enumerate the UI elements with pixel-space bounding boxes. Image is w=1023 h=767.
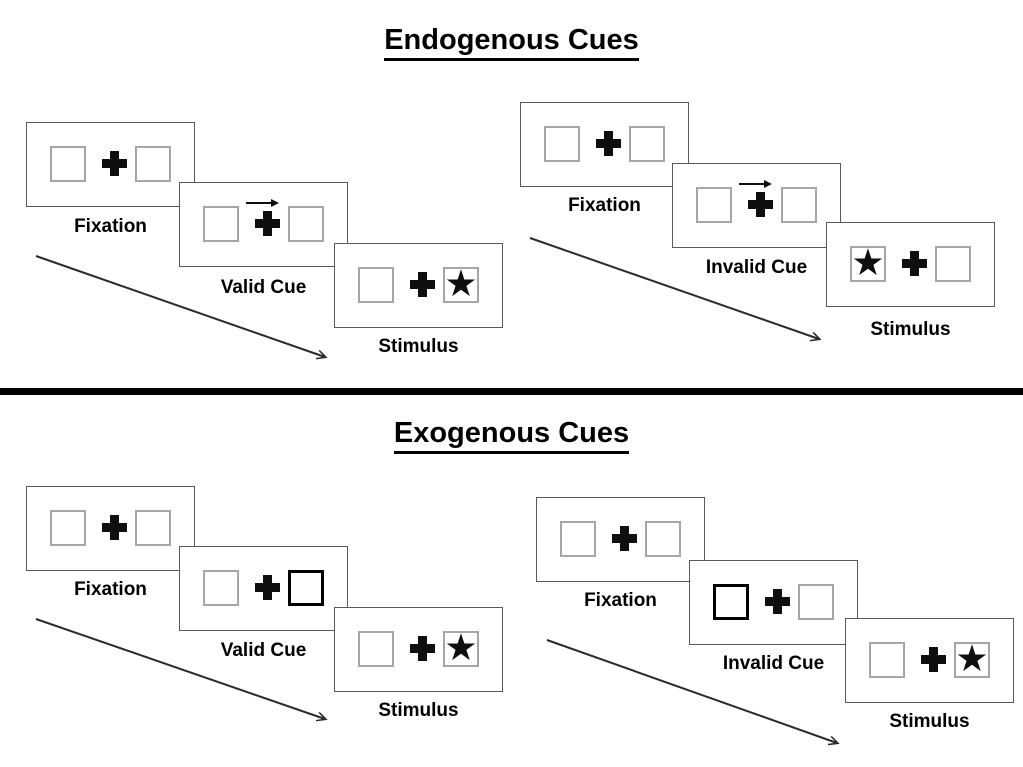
left-placeholder-box [696,187,732,223]
fixation-cross-icon [902,251,927,276]
panel-label: Fixation [74,579,147,600]
exogenous-valid-cue-panel [179,546,348,631]
fixation-cross-icon [410,272,435,297]
left-placeholder-box [203,570,239,606]
right-highlighted-cue-box [288,570,324,606]
right-placeholder-box [781,187,817,223]
exogenous-invalid-sequence-arrow-icon [546,639,837,743]
right-placeholder-box [935,246,971,282]
panel-label: Fixation [568,195,641,216]
target-star-icon: ★ [955,638,989,679]
cue-arrow-icon [739,180,772,188]
endogenous-valid-sequence-arrow-icon [35,255,325,357]
endogenous-invalid-cue-panel [672,163,841,248]
exogenous-title-text: Exogenous Cues [393,417,630,454]
endogenous-valid-cue-panel [179,182,348,267]
fixation-cross-icon [410,636,435,661]
target-star-icon: ★ [444,627,478,668]
target-star-icon: ★ [851,242,885,283]
left-placeholder-box [358,631,394,667]
endogenous-invalid-sequence-arrow-icon [529,237,819,339]
fixation-cross-icon [102,515,127,540]
fixation-cross-icon [765,589,790,614]
panel-label: Stimulus [870,319,951,340]
panel-label: Invalid Cue [705,257,808,278]
endogenous-valid-stimulus-panel: ★ [334,243,503,328]
section-divider [0,388,1023,395]
exogenous-invalid-stimulus-panel: ★ [845,618,1014,703]
left-placeholder-box [358,267,394,303]
fixation-cross-icon [612,526,637,551]
panel-label: Invalid Cue [722,653,825,674]
fixation-cross-icon [596,131,621,156]
fixation-cross-icon [255,575,280,600]
panel-label: Stimulus [889,711,970,732]
target-star-icon: ★ [444,263,478,304]
right-target-box [443,631,479,667]
cue-arrow-icon [246,199,279,207]
left-placeholder-box [50,510,86,546]
right-placeholder-box [629,126,665,162]
left-placeholder-box [50,146,86,182]
panel-label: Stimulus [378,700,459,721]
exogenous-valid-fixation-panel [26,486,195,571]
fixation-cross-icon [748,192,773,217]
fixation-cross-icon [921,647,946,672]
endogenous-title-text: Endogenous Cues [384,24,639,61]
endogenous-valid-fixation-panel [26,122,195,207]
right-placeholder-box [645,521,681,557]
left-placeholder-box [203,206,239,242]
right-target-box [954,642,990,678]
exogenous-valid-stimulus-panel: ★ [334,607,503,692]
fixation-cross-icon [102,151,127,176]
panel-label: Valid Cue [220,277,307,298]
right-placeholder-box [798,584,834,620]
endogenous-invalid-stimulus-panel: ★ [826,222,995,307]
right-target-box [443,267,479,303]
exogenous-invalid-cue-panel [689,560,858,645]
panel-label: Valid Cue [220,640,307,661]
endogenous-section-title: Endogenous Cues [0,24,1023,61]
left-placeholder-box [544,126,580,162]
left-placeholder-box [560,521,596,557]
fixation-cross-icon [255,211,280,236]
panel-label: Fixation [584,590,657,611]
panel-label: Stimulus [378,336,459,357]
right-placeholder-box [135,510,171,546]
right-placeholder-box [135,146,171,182]
exogenous-invalid-fixation-panel [536,497,705,582]
exogenous-valid-sequence-arrow-icon [35,618,325,719]
endogenous-invalid-fixation-panel [520,102,689,187]
exogenous-section-title: Exogenous Cues [0,417,1023,454]
left-highlighted-cue-box [713,584,749,620]
right-placeholder-box [288,206,324,242]
panel-label: Fixation [74,216,147,237]
left-target-box [850,246,886,282]
left-placeholder-box [869,642,905,678]
